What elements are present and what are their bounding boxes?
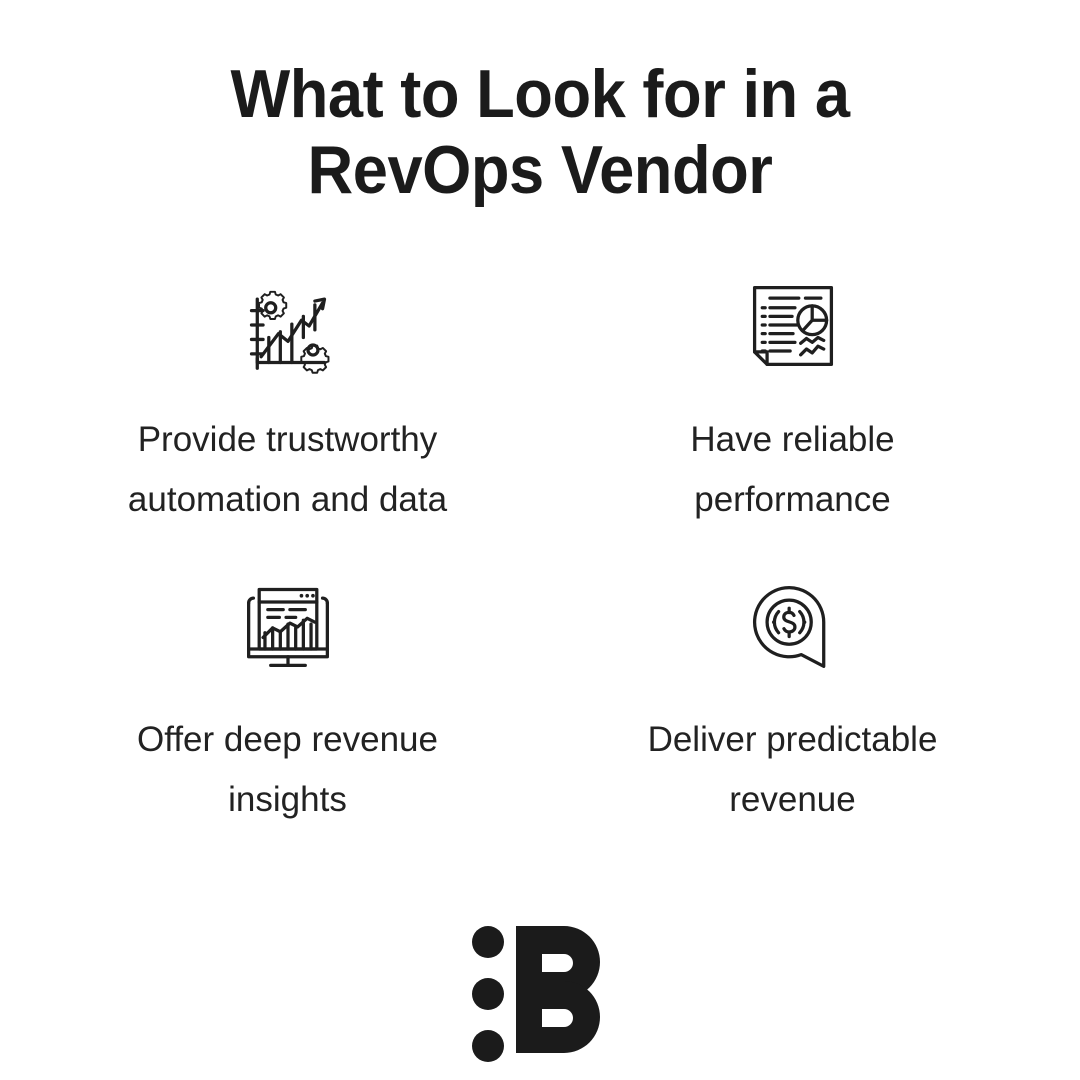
logo-dot-top xyxy=(472,926,504,958)
report-document-chart-icon xyxy=(752,285,833,367)
growth-chart-gears-icon xyxy=(249,290,329,374)
desktop-analytics-monitor-icon xyxy=(246,587,329,667)
feature-label-revenue-insights: Offer deep revenue insights xyxy=(137,720,438,819)
page-title-line-2: RevOps Vendor xyxy=(307,132,773,208)
logo-dot-middle xyxy=(472,978,504,1010)
feature-item-revenue-insights: Offer deep revenue insights xyxy=(35,572,540,872)
feature-item-reliable-performance: Have reliable performance xyxy=(540,272,1045,572)
feature-grid: Provide trustworthy automation and data xyxy=(35,272,1045,872)
feature-label-predictable-revenue: Deliver predictable revenue xyxy=(647,720,938,819)
brand-logo xyxy=(0,917,1080,1072)
feature-label-reliable-performance: Have reliable performance xyxy=(690,420,895,519)
dollar-speech-bubble-icon xyxy=(752,586,825,668)
page-title-line-1: What to Look for in a xyxy=(230,56,850,132)
feature-item-predictable-revenue: Deliver predictable revenue xyxy=(540,572,1045,872)
feature-label-trustworthy-automation: Provide trustworthy automation and data xyxy=(127,420,448,519)
feature-item-trustworthy-automation: Provide trustworthy automation and data xyxy=(35,272,540,572)
b-letter-logo-icon xyxy=(472,926,600,1062)
logo-dot-bottom xyxy=(472,1030,504,1062)
page-title: What to Look for in a RevOps Vendor xyxy=(0,56,1080,208)
